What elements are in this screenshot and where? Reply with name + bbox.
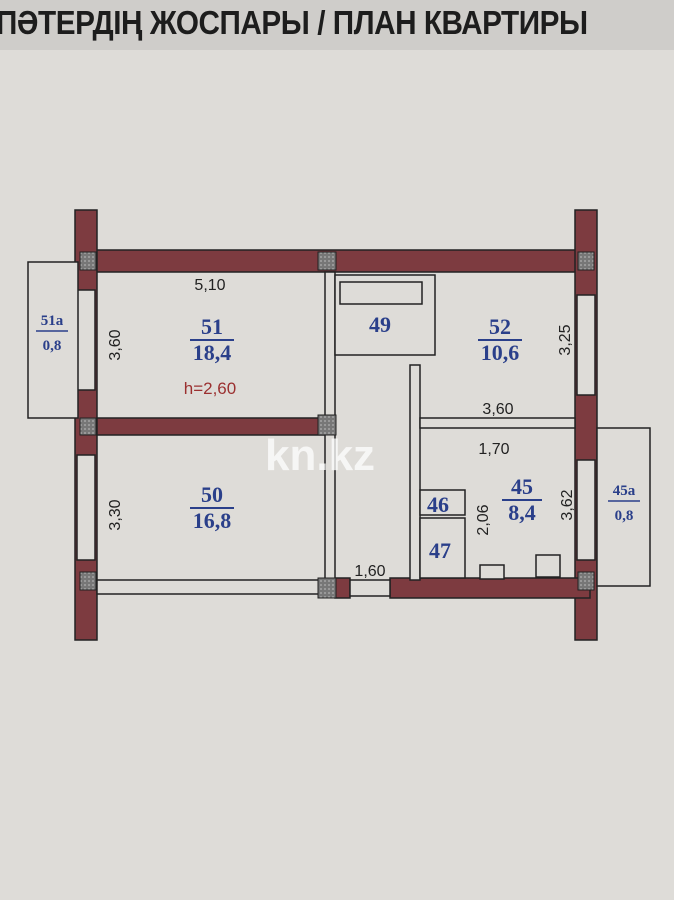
sink-icon <box>479 564 505 580</box>
window-right-bottom <box>576 459 596 561</box>
room-45-area: 8,4 <box>508 500 536 525</box>
ceiling-height: h=2,60 <box>184 379 236 398</box>
door-bottom <box>349 579 391 597</box>
pantry-46 <box>419 489 466 516</box>
wall-room52-bottom <box>419 417 576 429</box>
room-52-area: 10,6 <box>481 340 520 365</box>
balcony-45a <box>596 427 651 587</box>
wall-vertical-right <box>409 364 421 581</box>
balcony-45a-area: 0,8 <box>615 508 634 524</box>
watermark: kn.kz <box>265 431 375 480</box>
column <box>317 414 337 436</box>
pantry-47 <box>419 517 466 579</box>
column <box>577 571 595 591</box>
window-left-bottom <box>76 454 96 561</box>
wall-top <box>79 249 596 273</box>
window-right-top <box>576 294 596 396</box>
room-50-id: 50 <box>201 482 223 507</box>
bathtub <box>339 281 423 305</box>
balcony-45a-id: 45а <box>613 483 636 499</box>
window-bottom <box>96 579 321 595</box>
dim-room50-depth: 3,30 <box>107 499 124 530</box>
column <box>79 251 97 271</box>
column <box>317 577 337 599</box>
dim-room51-depth: 3,60 <box>107 329 124 360</box>
dim-pantry: 2,06 <box>475 504 492 535</box>
column <box>79 571 97 591</box>
room-50-area: 16,8 <box>193 508 232 533</box>
room-46-id: 46 <box>427 492 449 517</box>
room-51-area: 18,4 <box>193 340 232 365</box>
room-45-id: 45 <box>511 474 533 499</box>
room-52-id: 52 <box>489 314 511 339</box>
dim-corridor: 1,70 <box>478 441 509 458</box>
room-47-id: 47 <box>429 538 451 563</box>
column <box>577 251 595 271</box>
dim-room52-width: 3,60 <box>482 401 513 418</box>
balcony-51a-area: 0,8 <box>43 338 62 354</box>
balcony-51a-id: 51а <box>41 313 64 329</box>
room-51-id: 51 <box>201 314 223 339</box>
page-title: ПӘТЕРДІҢ ЖОСПАРЫ / ПЛАН КВАРТИРЫ <box>0 4 588 41</box>
balcony-51a <box>27 261 79 419</box>
column <box>79 417 97 436</box>
stove-icon <box>535 554 561 578</box>
column <box>317 251 337 271</box>
dim-entrance: 1,60 <box>354 563 385 580</box>
dim-room51-width: 5,10 <box>194 277 225 294</box>
dim-room52-depth: 3,25 <box>557 324 574 355</box>
wall-bottom-mid <box>334 577 351 599</box>
plan-sheet <box>0 50 674 900</box>
window-left-top <box>76 289 96 391</box>
room-49-id: 49 <box>369 312 391 337</box>
dim-room45-depth: 3,62 <box>559 489 576 520</box>
wall-bottom-right <box>389 577 591 599</box>
